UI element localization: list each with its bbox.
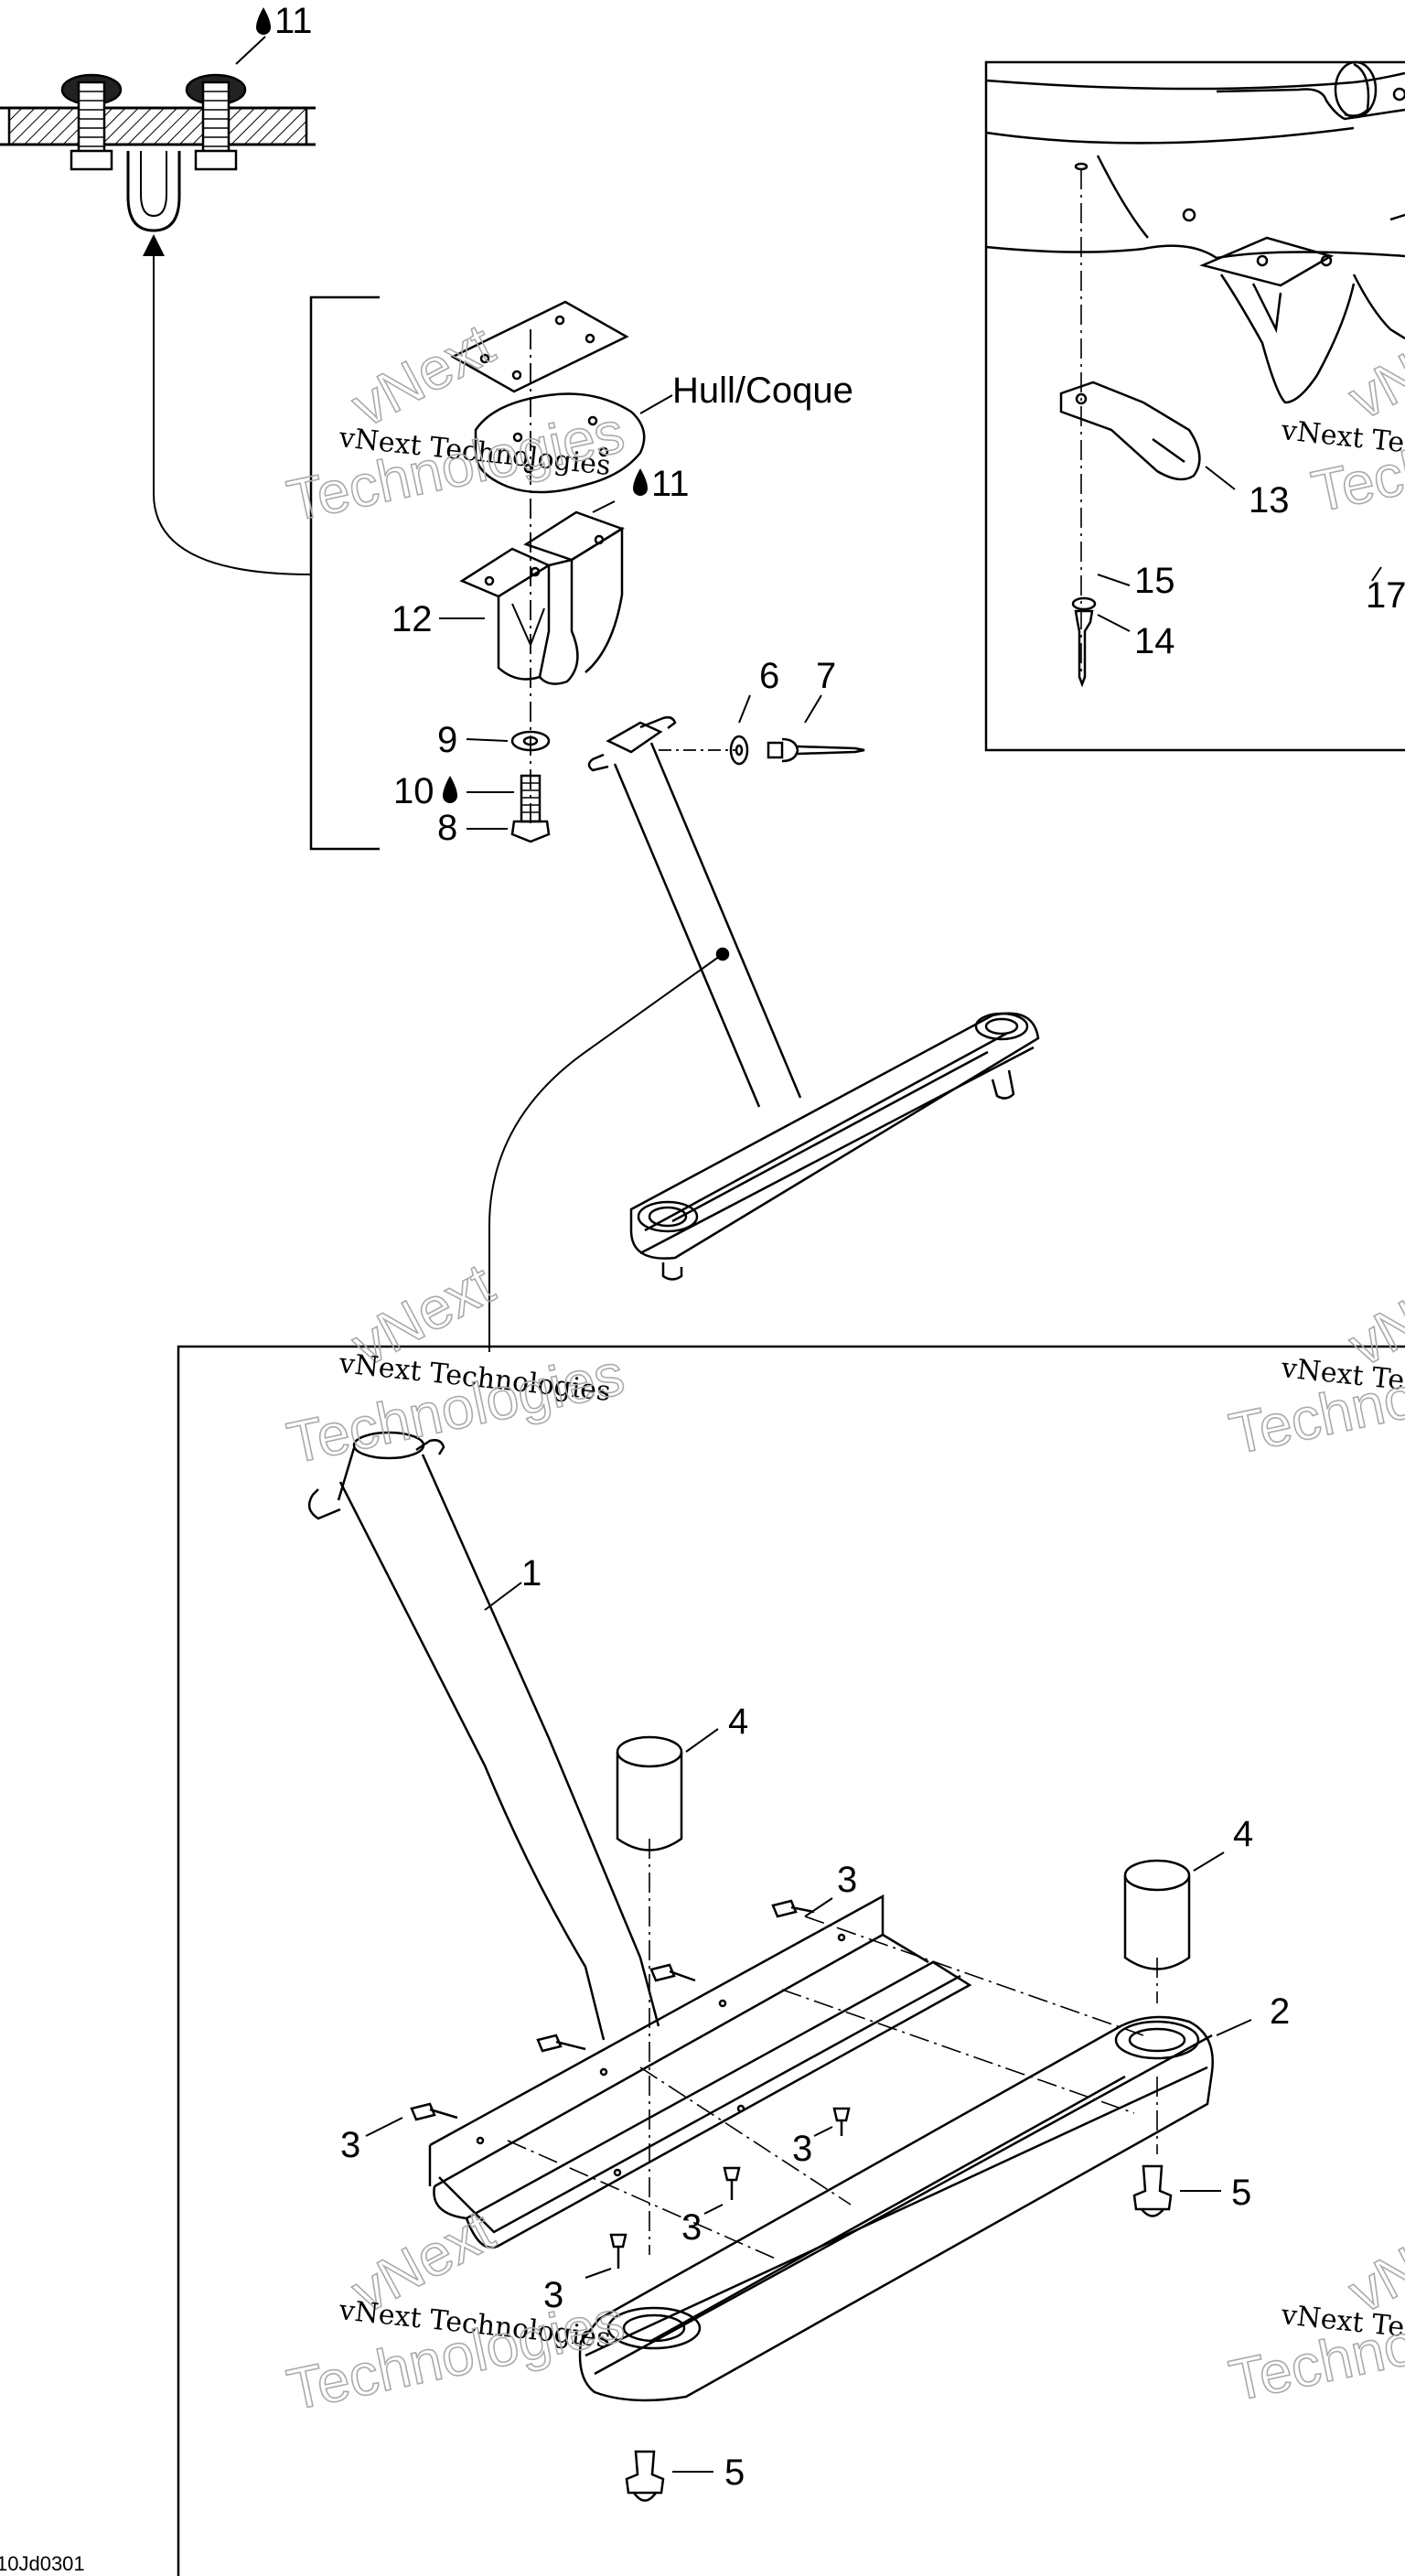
leader-to-main-view — [488, 953, 724, 1352]
main-view-box — [177, 1345, 1405, 2576]
sealant-drop-icon — [256, 7, 271, 35]
watermark: vNext vNext Technologies Technologies — [1279, 303, 1405, 525]
callout-3-left: 3 — [340, 2125, 360, 2165]
callout-4-left: 4 — [728, 1701, 748, 1742]
callout-15: 15 — [1134, 561, 1175, 601]
callout-9: 9 — [437, 720, 457, 760]
ladder-assembly-small — [587, 715, 1040, 1281]
ladder-assembly-main — [307, 1431, 1252, 2502]
callout-14: 14 — [1134, 621, 1175, 661]
drawing-reference-code: 10Jd0301 — [0, 2552, 85, 2575]
callout-3-bottom: 3 — [543, 2275, 563, 2315]
callout-3-top: 3 — [837, 1860, 857, 1900]
callout-11-bracket: 11 — [651, 464, 690, 504]
callout-10: 10 — [393, 771, 434, 811]
washer-6 — [729, 735, 749, 766]
callout-6: 6 — [759, 656, 779, 696]
watermark: vNext vNext Technologies Technologies — [281, 1250, 630, 1476]
assembly-brace — [309, 295, 380, 851]
callout-5-right: 5 — [1231, 2173, 1251, 2213]
washer-9 — [510, 730, 551, 752]
callout-8: 8 — [437, 808, 457, 848]
hull-section-detail — [0, 36, 316, 232]
watermark: vNext vNext Technologies Technologies — [1223, 1250, 1405, 1467]
callout-4-right: 4 — [1233, 1814, 1253, 1854]
leader-arrow-to-detail — [143, 234, 312, 575]
callout-7: 7 — [816, 656, 836, 696]
support-bracket — [459, 500, 625, 685]
sealant-drop-icon — [633, 468, 648, 496]
watermark: vNext vNext Technologies Technologies — [281, 2196, 630, 2423]
detail-box-hull-mount — [984, 60, 1405, 752]
svg-text:vNext: vNext — [1338, 304, 1405, 432]
callout-3-mid-right: 3 — [792, 2129, 812, 2169]
hull-section — [474, 392, 673, 494]
sealant-drop-icon — [443, 776, 457, 803]
nut-8 — [510, 820, 551, 843]
callout-12: 12 — [391, 599, 433, 639]
svg-text:vNext: vNext — [341, 311, 504, 439]
callout-2: 2 — [1270, 1991, 1290, 2032]
callout-13: 13 — [1249, 480, 1290, 521]
backing-plate — [450, 300, 629, 393]
leader-9 — [466, 738, 509, 742]
watermark: vNext vNext Technologies Technologies — [281, 310, 630, 534]
rivet-7 — [767, 737, 865, 763]
callout-17: 17 — [1366, 575, 1405, 616]
callout-11-top: 11 — [274, 1, 313, 41]
leader-6 — [738, 694, 751, 724]
callout-3-mid: 3 — [681, 2207, 702, 2248]
hull-label: Hull/Coque — [672, 370, 853, 411]
callout-5-bottom: 5 — [724, 2453, 745, 2493]
callout-1: 1 — [521, 1553, 542, 1594]
leader-7 — [804, 694, 822, 724]
watermark: vNext vNext Technologies Technologies — [1223, 2196, 1405, 2414]
